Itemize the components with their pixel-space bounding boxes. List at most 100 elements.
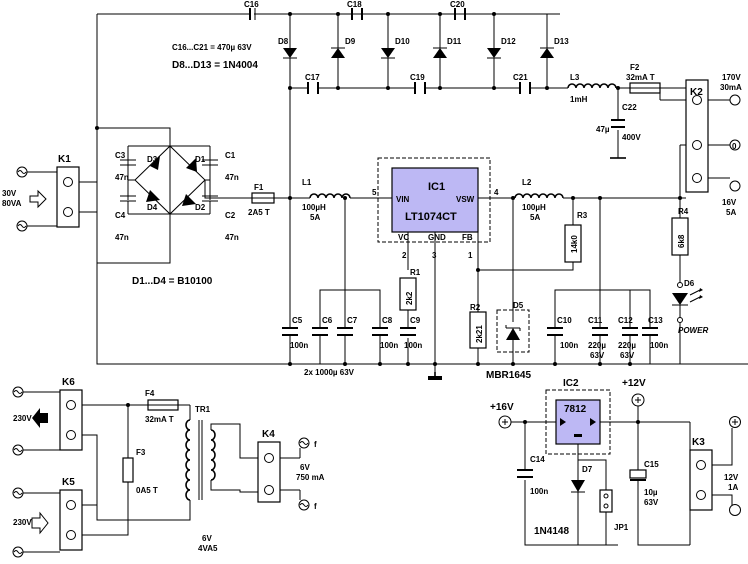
ic1-part: LT1074CT (405, 211, 457, 223)
power-label: POWER (678, 326, 708, 335)
r1-resistor: R1 2k2 C9 100n (399, 232, 422, 364)
d7-part: 1N4148 (534, 526, 569, 537)
c12-ref: C12 (618, 316, 633, 325)
f3-fuse: F3 0A5 T (97, 405, 158, 536)
ic2-part: 7812 (564, 404, 587, 415)
f2-ref: F2 (630, 63, 640, 72)
f1-ref: F1 (254, 183, 264, 192)
f3-value: 0A5 T (136, 486, 158, 495)
k2-16v: 16V (722, 198, 737, 207)
note-bridge: D1...D4 = B10100 (132, 276, 213, 287)
rail-16v: +16V (490, 402, 514, 429)
k4-voltage: 6V (300, 463, 310, 472)
c5-value: 100n (290, 341, 308, 350)
r3-ref: R3 (577, 211, 588, 220)
c4-value: 47n (115, 233, 129, 242)
k2-zero: 0 (732, 142, 737, 151)
k5-voltage: 230V (13, 518, 32, 527)
k4-f2: f (314, 502, 317, 511)
l1-value: 100µH (302, 203, 326, 212)
k2-5a: 5A (726, 208, 736, 217)
k5-connector: K5 230V (12, 477, 83, 558)
l3-inductor: L3 1mH (565, 73, 630, 104)
voltage-multiplier: C16 C18 C20 C17 C19 C21 D8 D9 D10 D11 D1… (240, 0, 569, 198)
k1-connector: K1 30V 80VA (2, 154, 80, 232)
ic1-pin1: 1 (468, 251, 473, 260)
bridge-rectifier: D3 D1 D4 D2 C3 47n C4 47n C1 47n C2 47n (115, 145, 239, 252)
d13-label: D13 (554, 37, 569, 46)
l2-inductor: L2 100µH 5A (478, 178, 600, 222)
k1-voltage: 30V (2, 189, 17, 198)
ic1-vin: VIN (396, 195, 410, 204)
k1-va: 80VA (2, 199, 22, 208)
ic1-ref: IC1 (428, 181, 445, 193)
ic2-regulator: IC2 7812 (545, 378, 611, 455)
rail-12v: +12V (622, 378, 646, 407)
l2-ref: L2 (522, 178, 532, 187)
d7-diode: D7 1N4148 (534, 465, 593, 537)
c6-ref: C6 (322, 316, 333, 325)
c2-value: 47n (225, 233, 239, 242)
input-capacitors: C5 100n C6 C7 C8 100n 2x 1000µ 63V (282, 198, 398, 377)
d9-label: D9 (345, 37, 356, 46)
d12-label: D12 (501, 37, 516, 46)
k1-ref: K1 (58, 154, 71, 165)
k4-f1: f (314, 440, 317, 449)
note-capacitors: C16...C21 = 470µ 63V (172, 43, 252, 52)
ic1-vsw: VSW (456, 195, 475, 204)
f1-value: 2A5 T (248, 208, 270, 217)
k3-current: 1A (728, 483, 738, 492)
tr1-transformer: TR1 6V 4VA5 (185, 405, 258, 553)
k2-30ma: 30mA (720, 83, 742, 92)
d1-label: D1 (195, 155, 206, 164)
c15-voltage: 63V (644, 498, 659, 507)
d3-label: D3 (147, 155, 158, 164)
r3-resistor: R3 14k0 (477, 198, 588, 271)
c11-voltage: 63V (590, 351, 605, 360)
r1-value: 2k2 (405, 291, 414, 305)
d6-ref: D6 (684, 279, 695, 288)
r4-value: 6k8 (677, 234, 686, 248)
c17-label: C17 (305, 73, 320, 82)
k3-connector: K3 12V 1A (689, 416, 741, 545)
c1-value: 47n (225, 173, 239, 182)
l2-amp: 5A (530, 213, 540, 222)
k6-voltage: 230V (13, 414, 32, 423)
r1-ref: R1 (410, 268, 421, 277)
f2-value: 32mA T (626, 73, 655, 82)
jp1-jumper: JP1 (599, 489, 629, 532)
k5-ref: K5 (62, 477, 75, 488)
k3-ref: K3 (692, 437, 705, 448)
l2-value: 100µH (522, 203, 546, 212)
f2-fuse: F2 32mA T (626, 63, 688, 94)
c6-c7-value: 2x 1000µ 63V (304, 368, 355, 377)
c1-label: C1 (225, 151, 236, 160)
f3-ref: F3 (136, 448, 146, 457)
d5-schottky: D5 MBR1645 (486, 198, 531, 381)
l1-inductor: L1 100µH 5A (302, 178, 392, 222)
tr1-voltage: 6V (202, 534, 212, 543)
c10-value: 100n (560, 341, 578, 350)
d8-label: D8 (278, 37, 289, 46)
c7-ref: C7 (347, 316, 358, 325)
jp1-ref: JP1 (614, 523, 629, 532)
c11-value: 220µ (588, 341, 606, 350)
c9-value: 100n (404, 341, 422, 350)
ic1-gnd: GND (428, 233, 446, 242)
k2-ref: K2 (690, 87, 703, 98)
r2-value: 2k21 (475, 325, 484, 343)
k6-connector: K6 230V (12, 377, 83, 456)
c14-capacitor: C14 100n (517, 455, 548, 496)
ic1-pin4: 4 (494, 188, 499, 197)
c8-value: 100n (380, 341, 398, 350)
ic1-pin5: 5 (372, 188, 377, 197)
l3-value: 1mH (570, 95, 588, 104)
d2-label: D2 (195, 203, 206, 212)
k4-ref: K4 (262, 429, 275, 440)
d6-power-led: D6 POWER (672, 279, 708, 364)
output-capacitors: C10 100n C11 220µ 63V C12 220µ 63V C13 1… (547, 198, 668, 364)
note-diodes-d8: D8...D13 = 1N4004 (172, 60, 258, 71)
c19-label: C19 (410, 73, 425, 82)
c2-label: C2 (225, 211, 236, 220)
k3-voltage: 12V (724, 473, 739, 482)
